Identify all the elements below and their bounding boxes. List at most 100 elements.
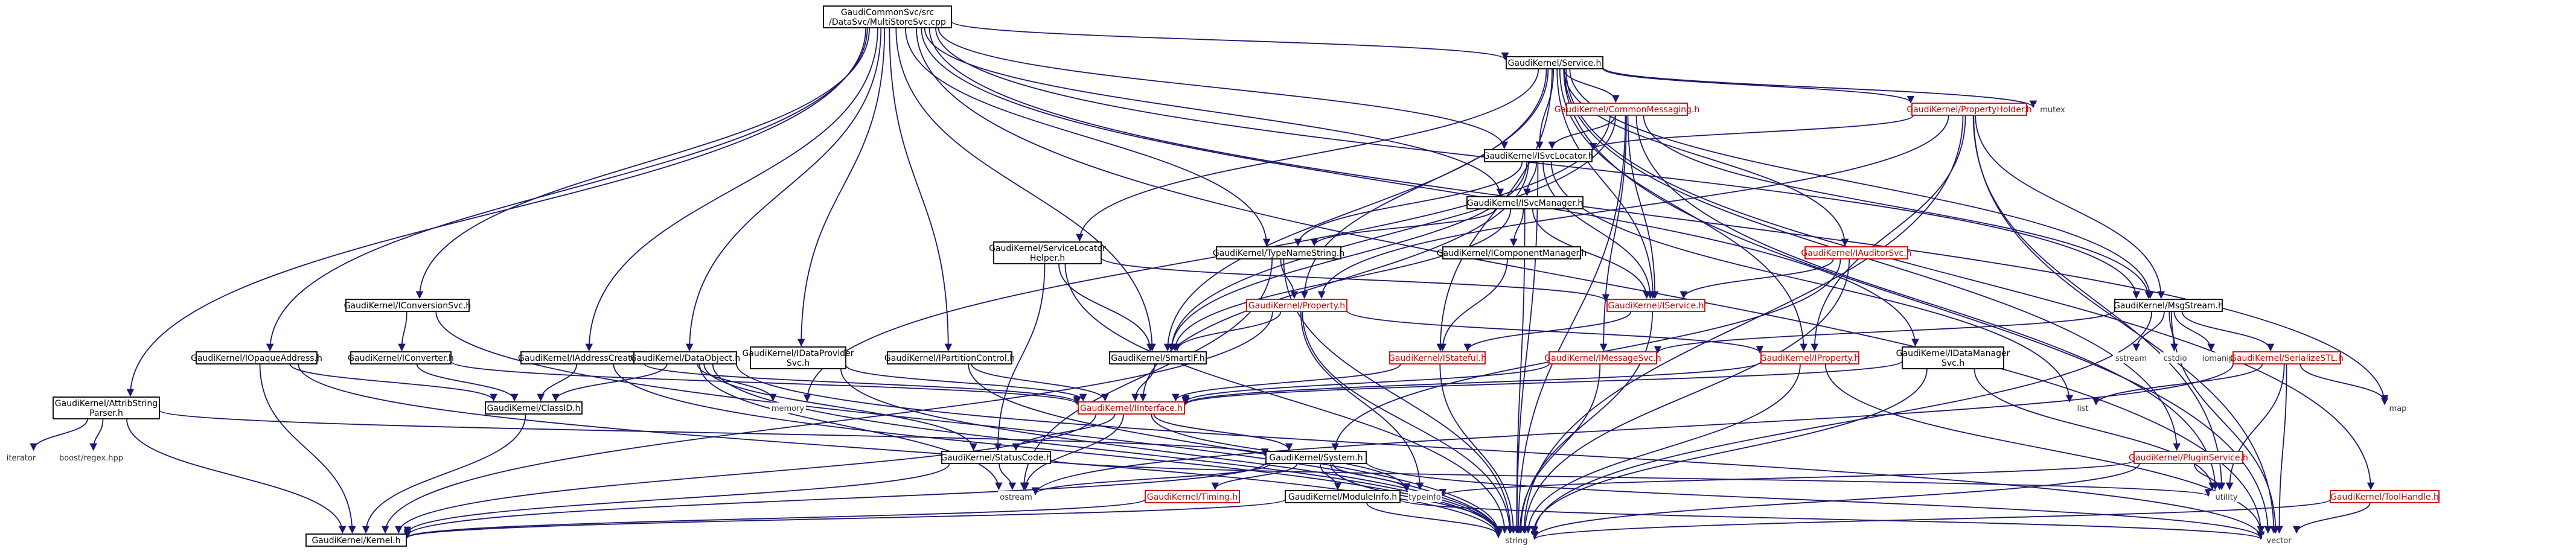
edge-system-to-timing: [1211, 463, 1298, 491]
node-label-typenamestring: GaudiKernel/TypeNameString.h: [1213, 249, 1344, 258]
node-backdrop-map: [2386, 403, 2410, 413]
edge-iaddresscreator-to-iinterface: [644, 363, 1081, 404]
node-label-sstream: sstream: [2115, 354, 2147, 363]
edge-commonmsg-to-string: [1514, 115, 1626, 534]
node-iomanip: iomanip: [2200, 352, 2236, 363]
edge-toolhandle-to-vector: [2292, 502, 2371, 534]
edge-root-to-iconversionsvc: [415, 27, 870, 299]
edge-service-to-isvclocator: [1535, 68, 1555, 150]
node-box-dataobject: [633, 351, 737, 364]
node-moduleinfo[interactable]: GaudiKernel/ModuleInfo.h: [1285, 490, 1401, 503]
node-propholder[interactable]: GaudiKernel/PropertyHolder.h: [1906, 103, 2032, 116]
node-iconverter[interactable]: GaudiKernel/IConverter.h: [348, 351, 454, 364]
node-ipartitioncontrol[interactable]: GaudiKernel/IPartitionControl.h: [884, 351, 1015, 364]
node-label-iconverter: GaudiKernel/IConverter.h: [348, 354, 454, 363]
edge-iaddresscreator-to-string: [613, 363, 1503, 538]
node-label-vector: vector: [2266, 536, 2292, 546]
node-box-iauditorsvc: [1804, 246, 1908, 259]
node-box-attribstring: [53, 396, 160, 419]
node-timing[interactable]: GaudiKernel/Timing.h: [1145, 490, 1240, 503]
edge-root-to-service: [951, 21, 1509, 60]
node-label-list: list: [2077, 404, 2088, 413]
node-system[interactable]: GaudiKernel/System.h: [1265, 451, 1367, 464]
edge-ipartitioncontrol-to-iinterface: [971, 363, 1109, 402]
node-iopaqueaddress[interactable]: GaudiKernel/IOpaqueAddress.h: [191, 351, 322, 364]
node-iproperty[interactable]: GaudiKernel/IProperty.h: [1760, 351, 1859, 364]
edge-msgstream-to-cstdio: [2169, 311, 2178, 352]
edge-iconverter-to-classid: [416, 363, 519, 402]
node-label-serializestl: GaudiKernel/SerializeSTL.h: [2230, 354, 2344, 363]
edge-iinterface-to-ostream: [1021, 413, 1124, 491]
node-label-isvcmanager: GaudiKernel/ISvcManager.h: [1467, 199, 1583, 208]
node-box-icompmgr: [1442, 246, 1581, 259]
edge-idataprovider-to-iinterface: [845, 364, 1087, 402]
edge-attribstring-to-system: [159, 409, 1268, 456]
node-iinterface[interactable]: GaudiKernel/IInterface.h: [1078, 401, 1185, 415]
node-msgstream[interactable]: GaudiKernel/MsgStream.h: [2114, 299, 2223, 312]
node-iaddresscreator[interactable]: GaudiKernel/IAddressCreator.h: [518, 351, 647, 364]
node-imessagesvc[interactable]: GaudiKernel/IMessageSvc.h: [1544, 351, 1661, 364]
node-typenamestring[interactable]: GaudiKernel/TypeNameString.h: [1213, 246, 1344, 259]
node-kernel[interactable]: GaudiKernel/Kernel.h: [305, 533, 407, 547]
node-box-msgstream: [2114, 299, 2223, 312]
node-label-idataprovider: GaudiKernel/IDataProvider: [743, 349, 854, 358]
node-property[interactable]: GaudiKernel/Property.h: [1246, 299, 1347, 312]
node-iservice[interactable]: GaudiKernel/IService.h: [1606, 299, 1705, 312]
edge-msgstream-to-serializestl: [2181, 311, 2275, 352]
edge-pluginservice-to-typeinfo: [1439, 459, 2135, 497]
node-isvclocator[interactable]: GaudiKernel/ISvcLocator.h: [1483, 149, 1594, 162]
edge-isvcmanager-to-string: [1513, 208, 1526, 534]
node-serializestl[interactable]: GaudiKernel/SerializeSTL.h: [2230, 351, 2344, 364]
node-istateful[interactable]: GaudiKernel/IStateful.h: [1389, 351, 1486, 364]
edge-root-to-isvclocator: [938, 27, 1508, 150]
node-classid[interactable]: GaudiKernel/ClassID.h: [485, 401, 583, 415]
edge-moduleinfo-to-kernel: [404, 498, 1286, 539]
node-label-cstdio: cstdio: [2164, 354, 2187, 363]
edge-property-to-smartif: [1173, 311, 1282, 352]
edge-iconversionsvc-to-iconverter: [398, 311, 407, 352]
edge-servicelocator-to-string: [1064, 263, 1509, 534]
node-dataobject[interactable]: GaudiKernel/DataObject.h: [630, 351, 740, 364]
edge-commonmsg-to-msgstream: [1643, 115, 2153, 299]
edge-dataobject-to-statuscode: [703, 363, 977, 451]
node-box-iopaqueaddress: [196, 351, 318, 364]
node-label-system: GaudiKernel/System.h: [1269, 453, 1363, 463]
edge-system-to-moduleinfo: [1319, 463, 1342, 491]
edge-serializestl-to-utility: [2225, 363, 2285, 491]
node-root[interactable]: GaudiCommonSvc/src/DataSvc/MultiStoreSvc…: [823, 5, 952, 28]
node-isvcmanager[interactable]: GaudiKernel/ISvcManager.h: [1466, 196, 1584, 209]
node-label-statuscode: GaudiKernel/StatusCode.h: [941, 453, 1052, 463]
node-iconversionsvc[interactable]: GaudiKernel/IConversionSvc.h: [344, 299, 471, 312]
node-statuscode[interactable]: GaudiKernel/StatusCode.h: [941, 451, 1052, 464]
node-box-kernel: [305, 533, 407, 547]
node-service[interactable]: GaudiKernel/Service.h: [1506, 56, 1603, 69]
node-iauditorsvc[interactable]: GaudiKernel/IAuditorSvc.h: [1801, 246, 1912, 259]
edge-pluginservice-to-string: [1530, 463, 2140, 539]
node-commonmsg[interactable]: GaudiKernel/CommonMessaging.h: [1555, 103, 1700, 116]
edge-service-to-propholder: [1602, 68, 1915, 104]
edge-idatamanager-to-utility: [1974, 368, 2216, 491]
node-boostregex: boost/regex.hpp: [57, 452, 125, 463]
node-pluginservice[interactable]: GaudiKernel/PluginService.h: [2129, 451, 2248, 464]
edge-msgstream-to-iomanip: [2173, 311, 2215, 352]
edge-isvclocator-to-string: [1513, 161, 1539, 534]
node-box-smartif: [1109, 351, 1207, 364]
node-icompmgr[interactable]: GaudiKernel/IComponentManager.h: [1437, 246, 1587, 259]
edge-statuscode-to-kernel: [403, 463, 950, 535]
edge-commonmsg-to-utility: [1635, 115, 2219, 491]
edge-root-to-attribstring: [126, 27, 866, 397]
node-smartif[interactable]: GaudiKernel/SmartIF.h: [1109, 351, 1207, 364]
edge-root-to-ipartitioncontrol: [889, 27, 953, 352]
edge-iopaqueaddress-to-kernel: [259, 363, 356, 534]
node-backdrop-iterator: [4, 452, 38, 463]
node-label-idatamanager: Svc.h: [1942, 358, 1964, 368]
node-box-statuscode: [941, 451, 1051, 464]
node-label-attribstring: Parser.h: [89, 409, 123, 418]
edge-service-to-vector: [1563, 68, 2272, 534]
node-toolhandle[interactable]: GaudiKernel/ToolHandle.h: [2330, 490, 2440, 503]
